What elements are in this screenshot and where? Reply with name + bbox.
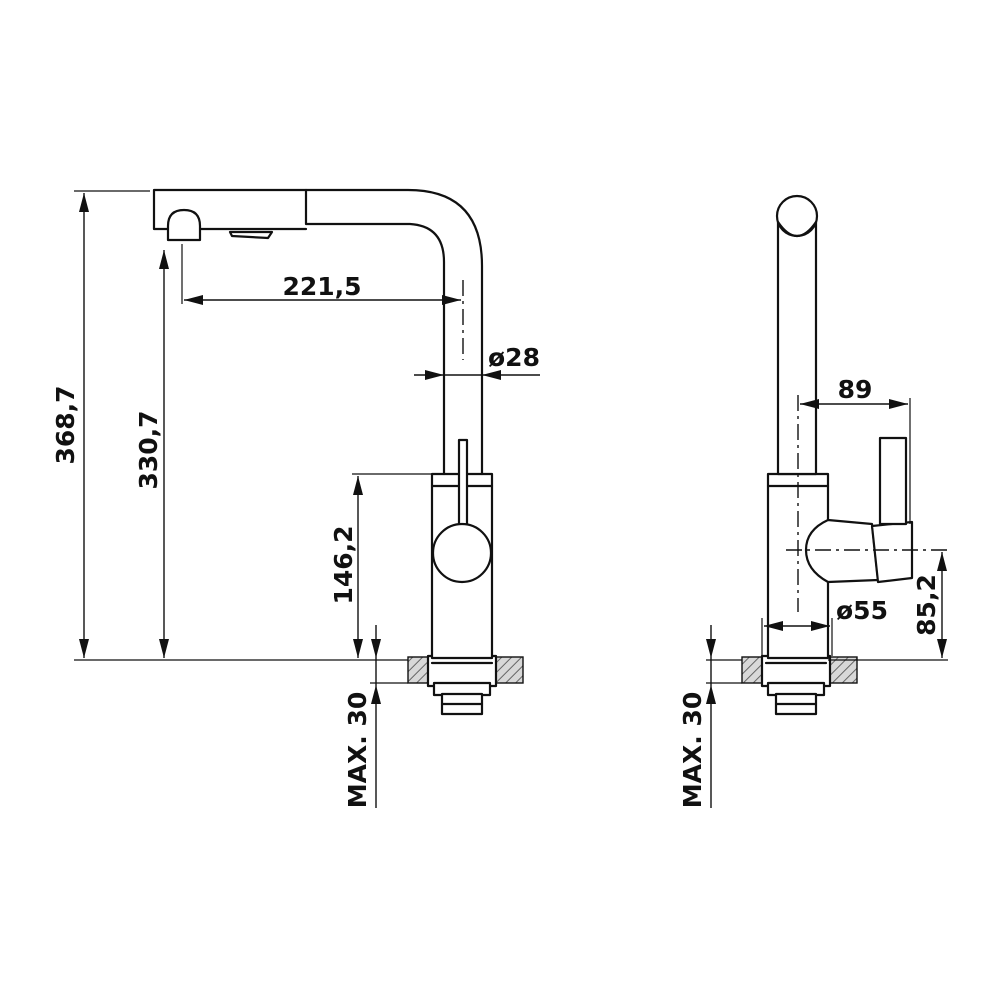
dim-label-overall-height: 368,7: [51, 385, 80, 464]
dimension-handle-axis-height: 85,2: [912, 552, 947, 658]
side-view: 89 ø55 85,2 MAX. 30: [678, 194, 948, 808]
dimension-overall-height: 368,7: [51, 193, 89, 658]
side-mounting-nut: [760, 654, 832, 716]
dimension-handle-offset: 89: [800, 375, 908, 409]
dim-label-max-countertop-front: MAX. 30: [343, 692, 372, 809]
dim-label-body-height: 146,2: [329, 525, 358, 604]
dim-label-tube-diameter: ø28: [488, 343, 540, 372]
dim-label-spout-reach: 221,5: [282, 272, 361, 301]
dim-label-handle-offset: 89: [838, 375, 873, 404]
dimension-body-height: 146,2: [329, 476, 363, 658]
front-view: 368,7 330,7 221,5 ø28 146,2: [51, 188, 540, 808]
front-spout: [152, 188, 484, 476]
dim-label-handle-axis-height: 85,2: [912, 574, 941, 636]
dimension-spout-height: 330,7: [134, 250, 169, 658]
dim-label-spout-height: 330,7: [134, 410, 163, 489]
side-spout-tube: [775, 194, 819, 476]
dimension-spout-reach: 221,5: [184, 272, 461, 305]
dim-label-max-countertop-side: MAX. 30: [678, 692, 707, 809]
dimension-max-countertop-front: MAX. 30: [343, 625, 381, 808]
dimension-max-countertop-side: MAX. 30: [678, 625, 716, 808]
side-lever-handle: [804, 436, 914, 584]
dimension-tube-diameter: ø28: [414, 343, 540, 380]
front-mounting-nut: [426, 654, 498, 716]
dim-label-body-diameter: ø55: [836, 596, 888, 625]
front-lever-handle: [431, 438, 493, 584]
dimension-body-diameter: ø55: [764, 596, 888, 631]
